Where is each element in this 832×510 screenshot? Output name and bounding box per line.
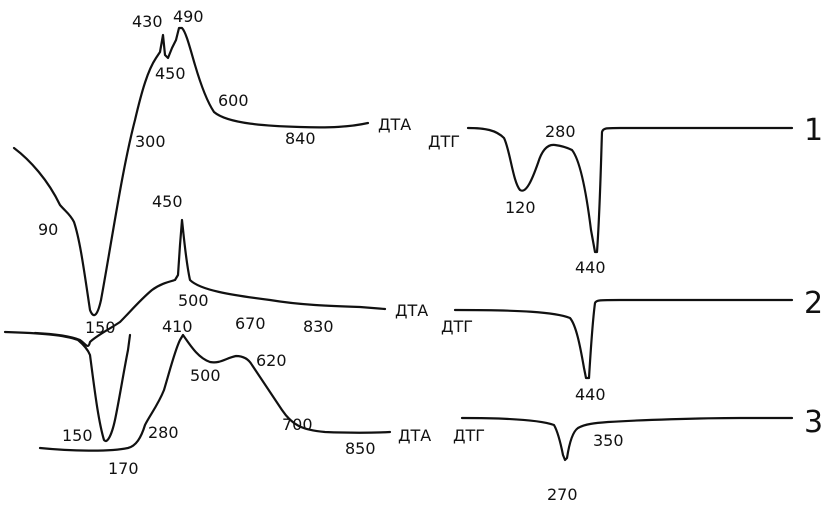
dta2-label-450: 450 [152, 192, 183, 211]
dta1-label-490: 490 [173, 7, 204, 26]
dtg2-axis-label: ДТГ [441, 317, 473, 336]
dta3-label-410: 410 [162, 317, 193, 336]
dta1-label-300: 300 [135, 132, 166, 151]
dta3-label-150: 150 [62, 426, 93, 445]
dta2-label-670: 670 [235, 314, 266, 333]
dta1-axis-label: ДТА [378, 115, 411, 134]
dtg3-label-270: 270 [547, 485, 578, 504]
dta-curve-3-baseline [38, 333, 392, 452]
dtg1-label-280: 280 [545, 122, 576, 141]
dtg2-label-440: 440 [575, 385, 606, 404]
dtg-curve-1 [466, 126, 794, 254]
curve-number-3: 3 [804, 405, 823, 440]
dta1-label-430: 430 [132, 12, 163, 31]
dtg1-axis-label: ДТГ [428, 132, 460, 151]
dta3-label-500: 500 [190, 366, 221, 385]
dtg1-label-120: 120 [505, 198, 536, 217]
dta-curve-1 [12, 26, 370, 317]
dta1-label-450: 450 [155, 64, 186, 83]
dtg-curve-3 [460, 416, 794, 462]
dta1-label-600: 600 [218, 91, 249, 110]
dta2-label-830: 830 [303, 317, 334, 336]
dta3-axis-label: ДТА [398, 426, 431, 445]
dta1-label-90: 90 [38, 220, 58, 239]
dta3-label-280: 280 [148, 423, 179, 442]
dta2-label-500: 500 [178, 291, 209, 310]
dta3-label-620: 620 [256, 351, 287, 370]
dta3-label-170: 170 [108, 459, 139, 478]
dta3-label-850: 850 [345, 439, 376, 458]
dtg3-axis-label: ДТГ [453, 426, 485, 445]
dta3-label-700: 700 [282, 415, 313, 434]
dtg-curve-2 [453, 298, 794, 380]
dta2-axis-label: ДТА [395, 301, 428, 320]
dta-curve-2 [33, 218, 387, 348]
curve-number-1: 1 [804, 113, 823, 148]
dtg3-label-350: 350 [593, 431, 624, 450]
dta1-label-150: 150 [85, 318, 116, 337]
dtg1-label-440: 440 [575, 258, 606, 277]
dta-curve-3 [3, 330, 132, 443]
dta1-label-840: 840 [285, 129, 316, 148]
curve-number-2: 2 [804, 286, 823, 321]
